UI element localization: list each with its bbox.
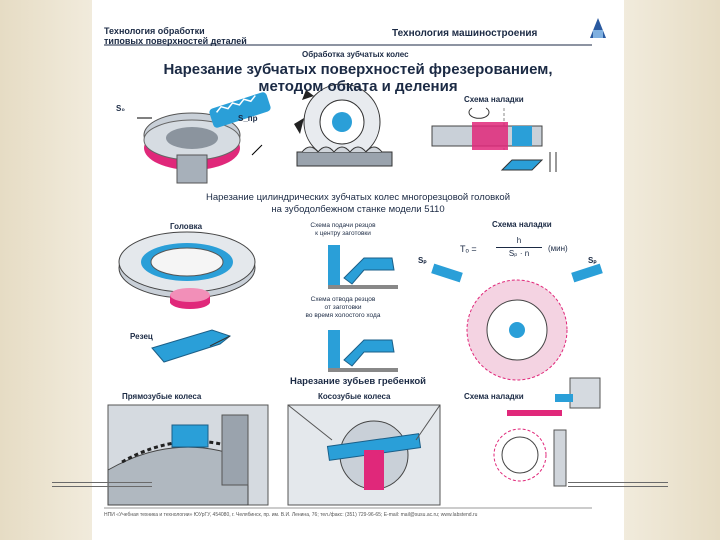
retract-caption-line3: во время холостого хода	[305, 312, 381, 319]
page-title-line2: методом обката и деления	[258, 78, 458, 95]
slide-background-left	[0, 0, 92, 540]
helical-gear-rack-illustration	[287, 404, 441, 506]
retract-caption-line2: от заготовки	[324, 304, 362, 311]
top-setup-label: Схема наладки	[464, 95, 524, 104]
straight-gear-rack-illustration	[107, 404, 269, 506]
formula-numerator: h	[516, 236, 522, 245]
top-setup-scheme	[431, 107, 557, 172]
page-title-line1: Нарезание зубчатых поверхностей фрезеров…	[163, 61, 553, 78]
illustrations	[104, 18, 606, 509]
symbol-spr: S_пр	[238, 114, 258, 123]
footer-text: НПИ «Учебная техника и технологии» ЮУрГУ…	[104, 512, 478, 518]
rack-setup-scheme	[493, 377, 601, 487]
header-left-line2: типовых поверхностей деталей	[104, 36, 247, 46]
middle-caption-line2: на зубодолбежном станке модели 5110	[271, 204, 445, 215]
formula-fraction-bar	[496, 247, 542, 248]
formula-lhs: Tₒ =	[460, 244, 477, 254]
section-heading: Обработка зубчатых колес	[302, 50, 409, 59]
formula-denominator: Sₚ · n	[508, 249, 530, 258]
cutter-feed-scheme	[328, 245, 398, 289]
formula-unit: (мин)	[548, 244, 568, 253]
header-left-line1: Технология обработки	[104, 26, 205, 36]
cutter-illustration	[151, 329, 232, 363]
retract-caption-line1: Схема отвода резцов	[310, 296, 376, 303]
cutter-label: Резец	[130, 332, 153, 341]
feed-caption-line2: к центру заготовки	[315, 230, 371, 237]
head-label: Головка	[170, 222, 203, 231]
slide-deco-line-left	[52, 482, 152, 487]
symbol-sr-right: Sₚ	[588, 256, 597, 265]
gear-profile-illustration	[294, 83, 393, 167]
header-right: Технология машиностроения	[392, 28, 538, 39]
helical-gears-label: Косозубые колеса	[318, 392, 391, 401]
cutter-retract-scheme	[328, 330, 398, 372]
radial-cutter-setup-scheme	[431, 263, 603, 381]
slide-background-right	[624, 0, 720, 540]
bottom-setup-label: Схема наладки	[464, 392, 524, 401]
straight-gears-label: Прямозубые колеса	[122, 392, 202, 401]
hob-milling-illustration	[137, 92, 271, 184]
slide-deco-line-right	[568, 482, 668, 487]
middle-caption-line1: Нарезание цилиндрических зубчатых колес …	[205, 192, 511, 203]
university-logo	[590, 18, 606, 38]
symbol-sr-left: Sₚ	[418, 256, 427, 265]
document-sheet: Технология обработки типовых поверхносте…	[92, 0, 624, 540]
bottom-caption: Нарезание зубьев гребенкой	[290, 376, 426, 387]
multi-cutter-head-illustration	[118, 231, 256, 309]
feed-caption-line1: Схема подачи резцов	[310, 222, 376, 229]
middle-setup-label: Схема наладки	[492, 220, 552, 229]
symbol-s0: S₀	[116, 104, 125, 113]
